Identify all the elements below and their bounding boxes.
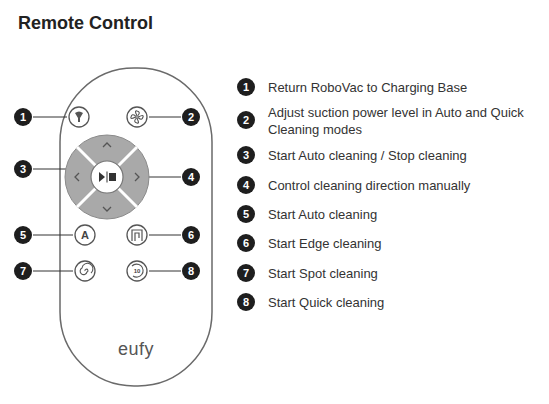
- fan-icon: [131, 111, 143, 123]
- pad-dividers: [77, 147, 137, 207]
- callout-number: 4: [237, 176, 255, 194]
- callout-number: 2: [237, 111, 255, 129]
- quick-button: [127, 261, 147, 281]
- quick-arc-icon: [132, 264, 143, 277]
- leader-line: [149, 117, 181, 118]
- callout-number: 3: [237, 146, 255, 164]
- callout-number: 5: [14, 226, 32, 244]
- brand-logo: eufy: [101, 339, 171, 360]
- leader-line: [149, 235, 181, 236]
- function-description: Control cleaning direction manually: [268, 177, 544, 194]
- home-icon: [75, 112, 83, 123]
- function-description: Return RoboVac to Charging Base: [268, 79, 544, 96]
- auto-button: [75, 225, 95, 245]
- function-description: Start Auto cleaning: [268, 206, 544, 223]
- title: Remote Control: [18, 13, 153, 34]
- edge-button: [127, 225, 147, 245]
- callout-number: 6: [237, 234, 255, 252]
- spiral-icon: [80, 263, 93, 274]
- leader-line: [149, 271, 181, 272]
- button-letter: A: [75, 228, 95, 242]
- leader-lines: [33, 117, 181, 271]
- home-button: [69, 107, 89, 127]
- remote-housing: [60, 68, 212, 386]
- callout-number: 3: [14, 160, 32, 178]
- callout-number: 4: [182, 168, 200, 186]
- leader-line: [33, 271, 73, 272]
- edge-icon: [132, 230, 142, 241]
- spot-button: [75, 261, 95, 281]
- callout-number: 8: [237, 293, 255, 311]
- callout-number: 7: [237, 264, 255, 282]
- function-description: Start Spot cleaning: [268, 265, 544, 282]
- callout-number: 6: [182, 226, 200, 244]
- callout-number: 8: [182, 262, 200, 280]
- callout-number: 5: [237, 205, 255, 223]
- callout-number: 1: [237, 78, 255, 96]
- direction-pad: [65, 135, 149, 219]
- play-stop-icon: [99, 172, 116, 183]
- function-description: Start Edge cleaning: [268, 235, 544, 252]
- suction-button: [127, 107, 147, 127]
- direction-chevrons: [75, 143, 139, 211]
- start-stop-button: [91, 161, 123, 193]
- function-description: Adjust suction power level in Auto and Q…: [268, 104, 544, 138]
- leader-line: [33, 117, 67, 118]
- callout-number: 1: [14, 108, 32, 126]
- callout-number: 2: [182, 108, 200, 126]
- button-mark: 10: [131, 268, 143, 275]
- callout-number: 7: [14, 262, 32, 280]
- function-description: Start Auto cleaning / Stop cleaning: [268, 147, 544, 164]
- function-description: Start Quick cleaning: [268, 294, 544, 311]
- leader-line: [33, 235, 73, 236]
